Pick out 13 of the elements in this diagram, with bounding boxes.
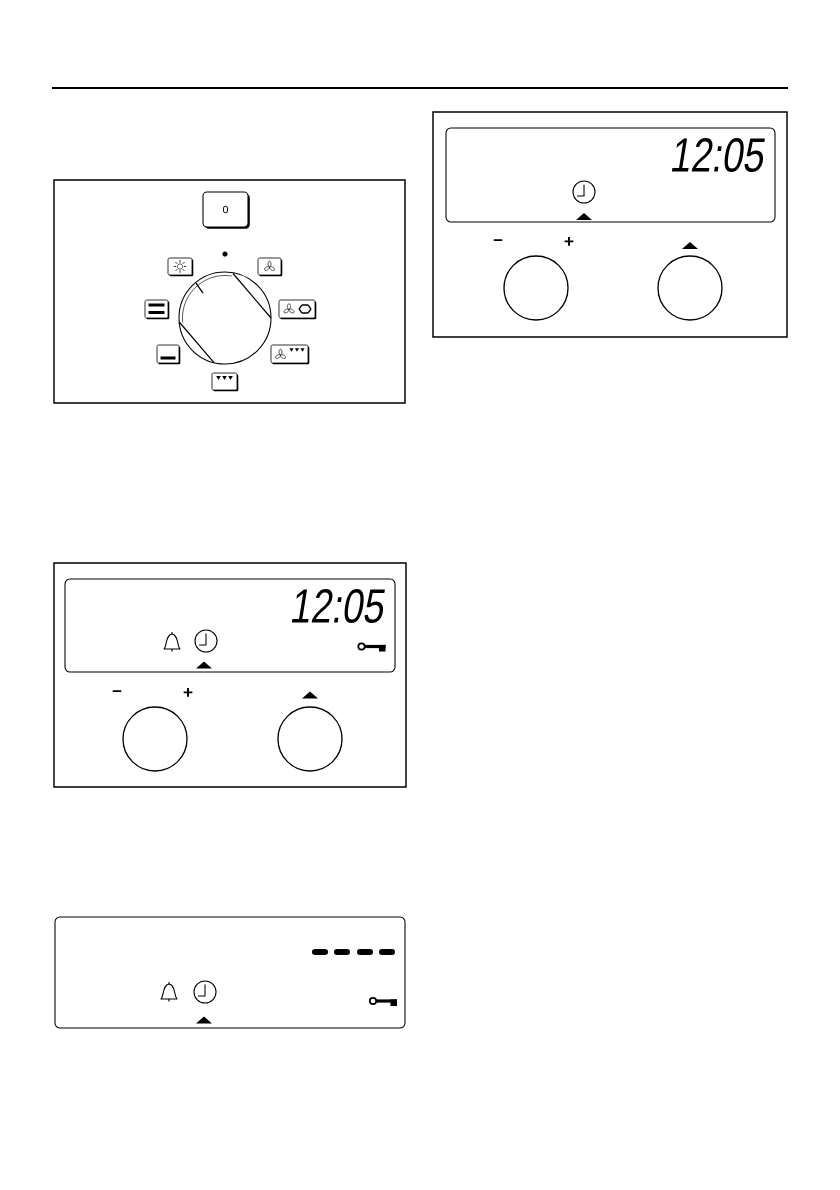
push-button: 0 [202, 191, 250, 229]
minus-sign: – [112, 690, 122, 692]
control-knob [277, 706, 343, 772]
control-panel [53, 179, 406, 404]
plus-sign: + [564, 236, 574, 246]
control-knob [657, 255, 723, 321]
time-readout: 12:05 [291, 589, 385, 623]
time-readout: 12:05 [671, 138, 765, 172]
control-panel [53, 562, 407, 788]
minus-sign: – [493, 239, 503, 241]
plus-sign: + [183, 687, 193, 697]
lcd-display [54, 916, 406, 1029]
control-panel [432, 111, 788, 338]
